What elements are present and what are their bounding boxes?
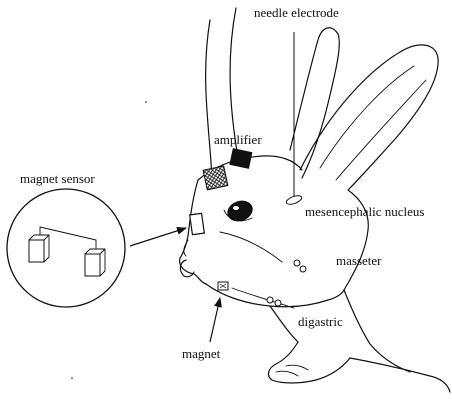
label-mesencephalic-nucleus: mesencephalic nucleus bbox=[305, 204, 424, 219]
inset-circle bbox=[7, 189, 125, 307]
magnet-block bbox=[218, 282, 228, 290]
label-magnet: magnet bbox=[182, 346, 221, 361]
connector-block bbox=[203, 166, 228, 190]
scan-speck-2 bbox=[71, 377, 73, 379]
rabbit-cheek-line bbox=[220, 232, 282, 262]
sensor-cable bbox=[206, 20, 212, 180]
label-digastric: digastric bbox=[298, 314, 343, 329]
scan-speck bbox=[145, 101, 147, 103]
rabbit-front-paw bbox=[269, 342, 350, 383]
label-amplifier: amplifier bbox=[214, 132, 262, 147]
masseter-marker bbox=[294, 260, 306, 272]
magnet-sensor-block bbox=[190, 213, 205, 234]
label-magnet-sensor: magnet sensor bbox=[20, 171, 95, 186]
rabbit-front-ear bbox=[300, 45, 438, 190]
rabbit-back-ear bbox=[290, 28, 339, 178]
label-needle-electrode: needle electrode bbox=[254, 5, 339, 20]
rabbit-ear-inner-line bbox=[320, 66, 414, 168]
sensor-pointer-arrow bbox=[130, 228, 186, 246]
rabbit-eye bbox=[224, 197, 256, 225]
amplifier-box bbox=[229, 148, 252, 169]
rabbit-neck bbox=[344, 290, 410, 372]
rabbit-chest bbox=[270, 306, 298, 342]
rabbit-paw-toes bbox=[276, 365, 308, 376]
magnet-sensor-inset bbox=[7, 189, 125, 307]
magnet-pointer-arrow bbox=[210, 298, 220, 342]
rabbit-leg bbox=[350, 358, 450, 392]
label-masseter: masseter bbox=[336, 253, 382, 268]
